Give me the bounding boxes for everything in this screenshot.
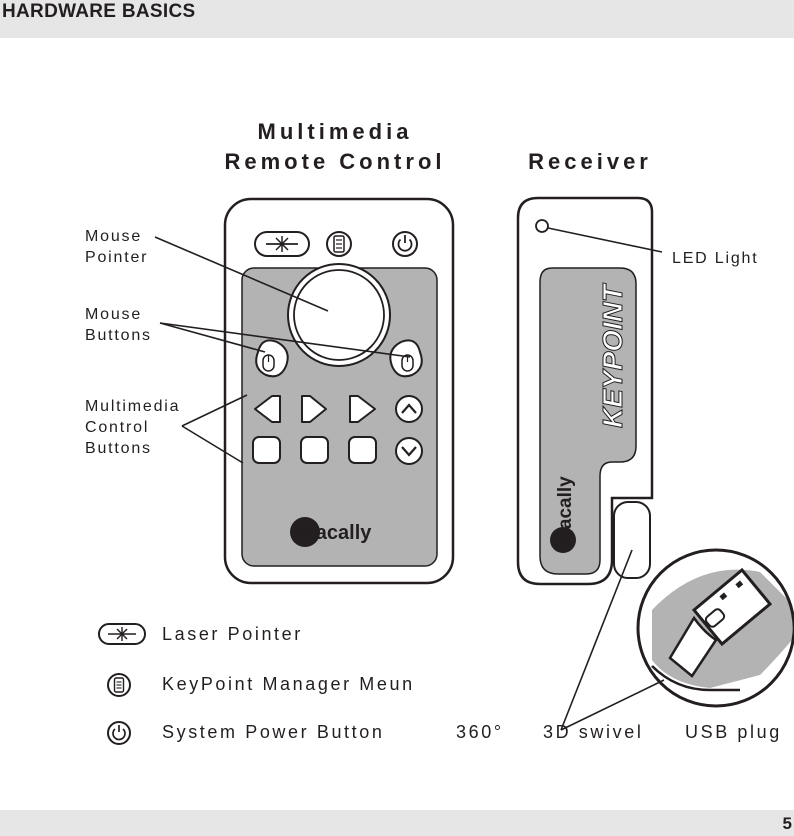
- callout-mouse-pointer-line1: Mouse: [85, 228, 143, 245]
- callout-multimedia-buttons: Multimedia Control Buttons: [85, 396, 180, 459]
- laser-icon: [254, 231, 310, 257]
- callout-led-light: LED Light: [672, 250, 759, 267]
- remote-heading-line1: Multimedia: [257, 119, 413, 144]
- power-icon: [392, 231, 418, 257]
- arrow-left-icon: [254, 395, 281, 423]
- power-icon: [107, 721, 131, 745]
- usb-magnifier: [636, 548, 794, 708]
- swivel-degrees: 360°: [456, 722, 504, 742]
- stop-icon: [348, 436, 377, 464]
- remote-control: macally: [223, 197, 455, 585]
- mouse-button-icon: [255, 339, 289, 378]
- laser-icon: [98, 623, 146, 645]
- forward-icon: [349, 395, 376, 423]
- legend-manager-menu: KeyPoint Manager Meun: [162, 674, 415, 694]
- callout-multimedia-line1: Multimedia: [85, 398, 181, 415]
- mouse-button-icon: [389, 339, 423, 378]
- usb-icon: [651, 565, 792, 692]
- macally-logo: macally: [290, 517, 372, 547]
- legend-power-button: System Power Button: [162, 722, 385, 742]
- callout-multimedia-line3: Buttons: [85, 440, 152, 457]
- legend-laser-pointer: Laser Pointer: [162, 624, 303, 644]
- header-bar: HARDWARE BASICS: [0, 0, 794, 38]
- callout-mouse-buttons-line2: Buttons: [85, 327, 152, 344]
- footer-bar: 5: [0, 810, 794, 836]
- page-number: 5: [782, 814, 792, 833]
- stop-icon: [300, 436, 329, 464]
- receiver-macally-logo: macally: [550, 476, 576, 553]
- callout-multimedia-line2: Control: [85, 419, 150, 436]
- callout-mouse-pointer: Mouse Pointer: [85, 226, 148, 268]
- remote-logo-text: macally: [298, 522, 372, 544]
- remote-heading-line2: Remote Control: [224, 149, 446, 174]
- callout-mouse-buttons-line1: Mouse: [85, 306, 143, 323]
- swivel-label: 3D swivel: [543, 722, 644, 742]
- callout-lines: [154, 227, 665, 731]
- chevron-up-icon: [395, 395, 423, 423]
- chevron-down-icon: [395, 437, 423, 465]
- receiver-logo-text: macally: [555, 476, 576, 546]
- receiver-product-logo: KEYPOINT: [597, 282, 628, 428]
- led-light: [535, 219, 549, 233]
- menu-icon: [107, 673, 131, 697]
- usb-plug-label: USB plug: [685, 722, 782, 742]
- callout-mouse-pointer-line2: Pointer: [85, 249, 149, 266]
- stop-icon: [252, 436, 281, 464]
- receiver-heading: Receiver: [528, 149, 652, 174]
- menu-icon: [326, 231, 352, 257]
- callout-mouse-buttons: Mouse Buttons: [85, 304, 152, 346]
- play-icon: [301, 395, 327, 423]
- receiver: KEYPOINT macally: [516, 196, 654, 586]
- mouse-pointer-ball: [287, 263, 391, 367]
- remote-heading: Multimedia Remote Control: [200, 117, 470, 177]
- section-title: HARDWARE BASICS: [2, 1, 196, 22]
